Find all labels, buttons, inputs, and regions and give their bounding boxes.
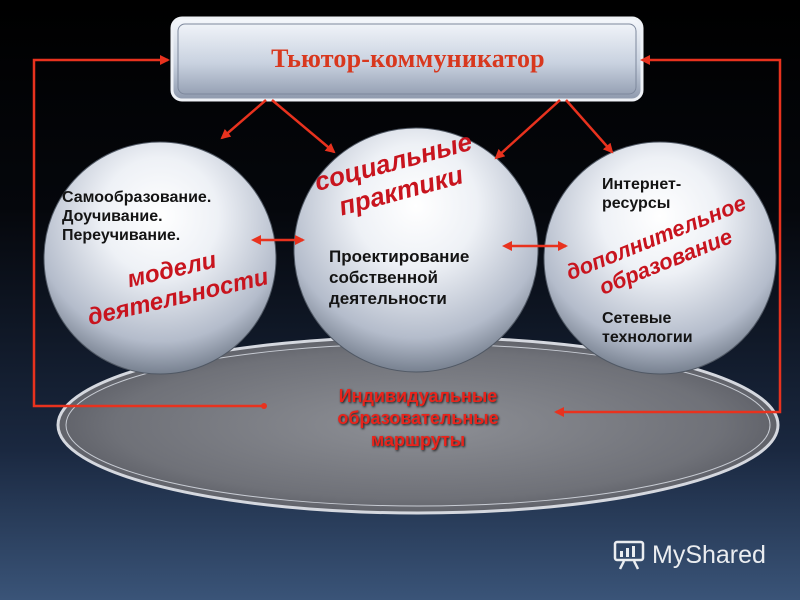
arrow-title-to-center-right <box>494 99 561 160</box>
watermark: MyShared <box>612 538 782 572</box>
right-top-line-2: ресурсы <box>602 195 671 212</box>
center-line-2: собственной <box>329 268 438 287</box>
right-top-line-1: Интернет- <box>602 176 682 193</box>
right-circle-top-lines: Интернет- ресурсы <box>602 175 722 213</box>
left-line-1: Самообразование. <box>62 189 212 206</box>
right-circle-bottom-lines: Сетевые технологии <box>602 309 732 347</box>
center-line-3: деятельности <box>329 289 447 308</box>
right-bottom-line-1: Сетевые <box>602 310 672 327</box>
right-bottom-line-2: технологии <box>602 329 693 346</box>
title-text: Тьютор-коммуникатор <box>271 44 545 73</box>
presentation-board-icon <box>613 540 645 570</box>
watermark-text: MyShared <box>652 540 766 569</box>
left-circle-lines: Самообразование. Доучивание. Переучивани… <box>62 188 262 245</box>
feedback-line-right <box>554 55 782 417</box>
left-line-2: Доучивание. <box>62 208 163 225</box>
arrow-title-to-center <box>271 99 336 154</box>
arrow-title-to-left <box>220 99 267 140</box>
oval-text: Индивидуальные образовательные маршруты <box>288 385 548 451</box>
oval-line-3: маршруты <box>370 430 466 450</box>
feedback-line-left-dot <box>261 403 267 409</box>
center-line-1: Проектирование <box>329 247 470 266</box>
left-line-3: Переучивание. <box>62 227 181 244</box>
oval-line-1: Индивидуальные <box>338 386 498 406</box>
feedback-line-left <box>32 55 264 408</box>
oval-line-2: образовательные <box>337 408 499 428</box>
center-circle-lines: Проектирование собственной деятельности <box>329 246 519 309</box>
left-sphere <box>43 141 277 375</box>
arrow-title-to-right <box>565 99 614 154</box>
